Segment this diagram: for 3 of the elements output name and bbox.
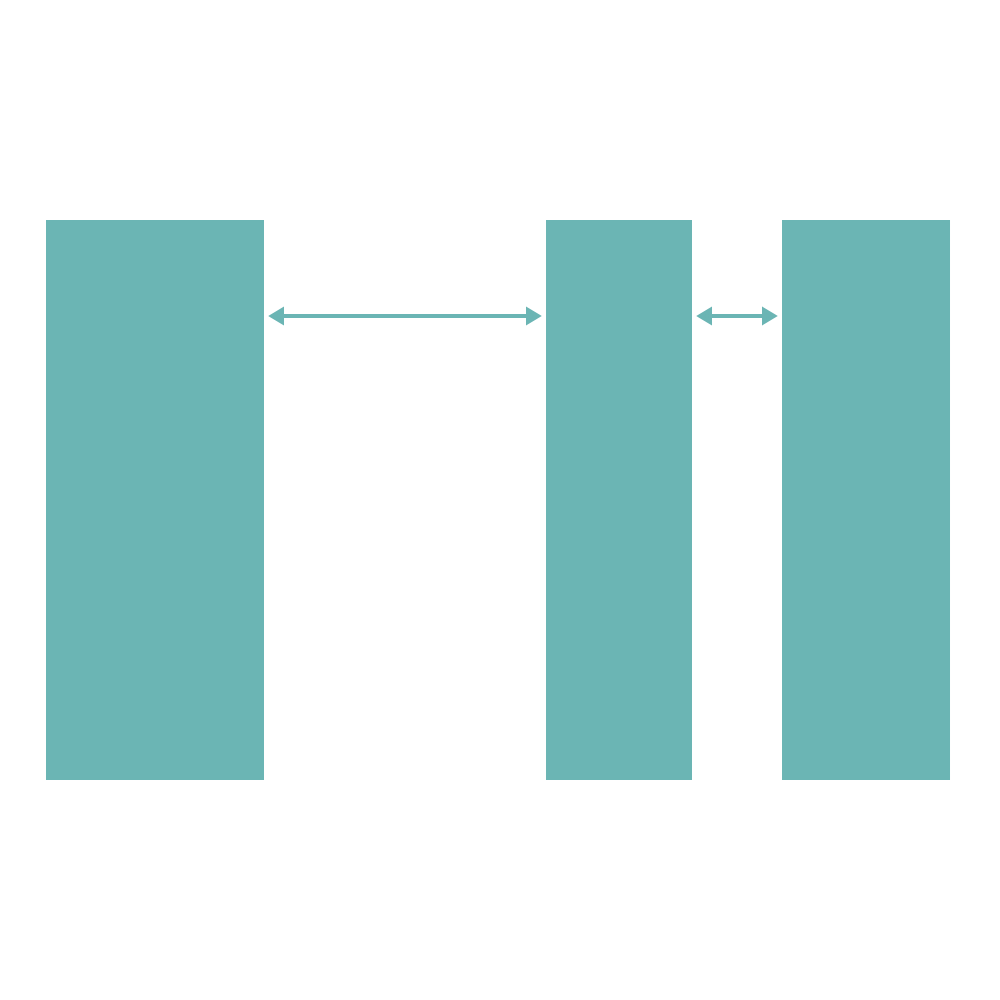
bar — [782, 220, 950, 780]
bar — [46, 220, 264, 780]
bar — [546, 220, 692, 780]
